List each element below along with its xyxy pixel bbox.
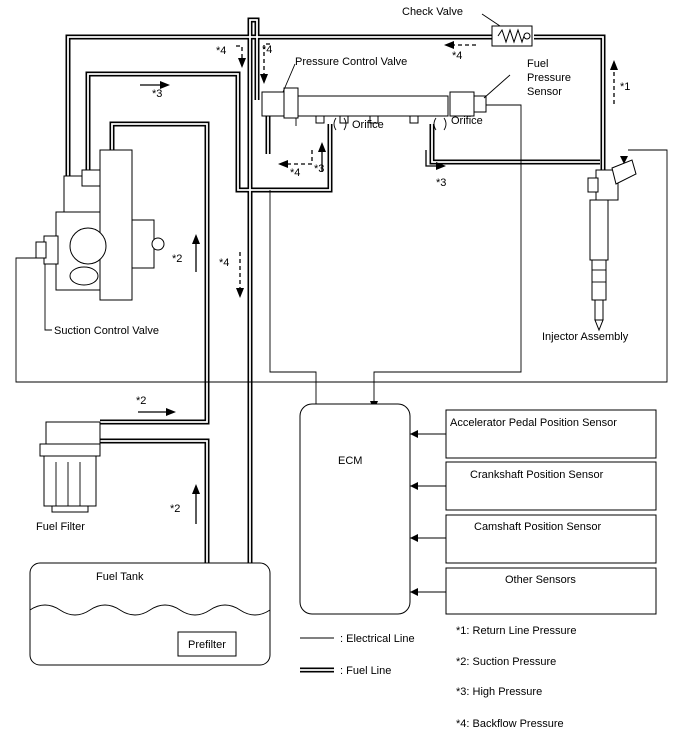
fuel-filter-label: Fuel Filter: [36, 521, 85, 533]
ecm-label: ECM: [338, 455, 362, 467]
orifice-left-label: Orifice: [352, 119, 384, 131]
sensor-label-other: Other Sensors: [505, 574, 576, 586]
prefilter: [177, 631, 237, 657]
marker-4-checkvalve: *4: [452, 50, 462, 62]
legend-item-3: *3: High Pressure: [456, 686, 542, 698]
sensor-box-other: [445, 567, 657, 615]
fuel-tank: Fuel Tank Prefilter: [29, 562, 271, 666]
legend-electrical-line: : Electrical Line: [340, 633, 415, 645]
fuel-pressure-sensor-label-1: Fuel: [527, 58, 548, 70]
ecm: ECM: [299, 403, 411, 615]
pressure-control-valve-label: Pressure Control Valve: [295, 56, 407, 68]
marker-3-upper: *3: [152, 88, 162, 100]
legend-item-4: *4: Backflow Pressure: [456, 718, 564, 730]
legend-fuel-line: : Fuel Line: [340, 665, 391, 677]
legend: : Electrical Line : Fuel Line *1: Return…: [300, 625, 576, 730]
orifice-right-label: Orifice: [451, 115, 483, 127]
sensor-label-crankshaft: Crankshaft Position Sensor: [470, 469, 604, 481]
marker-1: *1: [620, 81, 630, 93]
check-valve: Check Valve: [402, 6, 533, 47]
marker-4-down: *4: [219, 257, 229, 269]
injector-assembly: Injector Assembly: [542, 159, 637, 343]
sensor-label-camshaft: Camshaft Position Sensor: [474, 521, 602, 533]
marker-4-topleft: *4: [216, 45, 226, 57]
sensor-box-accelerator: [445, 409, 657, 459]
marker-2-filter: *2: [136, 395, 146, 407]
marker-4-pcv: *4: [262, 44, 272, 56]
legend-item-1: *1: Return Line Pressure: [456, 625, 576, 637]
sensor-box-camshaft: [445, 514, 657, 564]
injector-assembly-label: Injector Assembly: [542, 331, 629, 343]
marker-4-orifice: *4: [290, 167, 300, 179]
common-rail: Pressure Control Valve Orifice Orifice F…: [261, 56, 571, 131]
fuel-filter: Fuel Filter: [36, 421, 101, 533]
sensor-boxes: Accelerator Pedal Position Sensor Cranks…: [445, 409, 657, 615]
electrical-lines: [15, 104, 668, 596]
marker-3-lower: *3: [436, 177, 446, 189]
legend-item-2: *2: Suction Pressure: [456, 656, 556, 668]
marker-2-tank: *2: [170, 503, 180, 515]
supply-pump: Suction Control Valve: [35, 149, 165, 337]
suction-control-valve-label: Suction Control Valve: [54, 325, 159, 337]
sensor-label-accelerator: Accelerator Pedal Position Sensor: [450, 417, 617, 429]
prefilter-label: Prefilter: [188, 639, 226, 651]
marker-2-pump: *2: [172, 253, 182, 265]
flow-arrows: *1 *4 *4 *4 *3 *4 *3 *3 *2: [136, 41, 630, 524]
marker-3-orifice: *3: [314, 163, 324, 175]
check-valve-label: Check Valve: [402, 6, 463, 18]
sensor-box-crankshaft: [445, 461, 657, 511]
fuel-tank-label: Fuel Tank: [96, 571, 144, 583]
fuel-pressure-sensor-label-2: Pressure: [527, 72, 571, 84]
fuel-pressure-sensor-label-3: Sensor: [527, 86, 562, 98]
